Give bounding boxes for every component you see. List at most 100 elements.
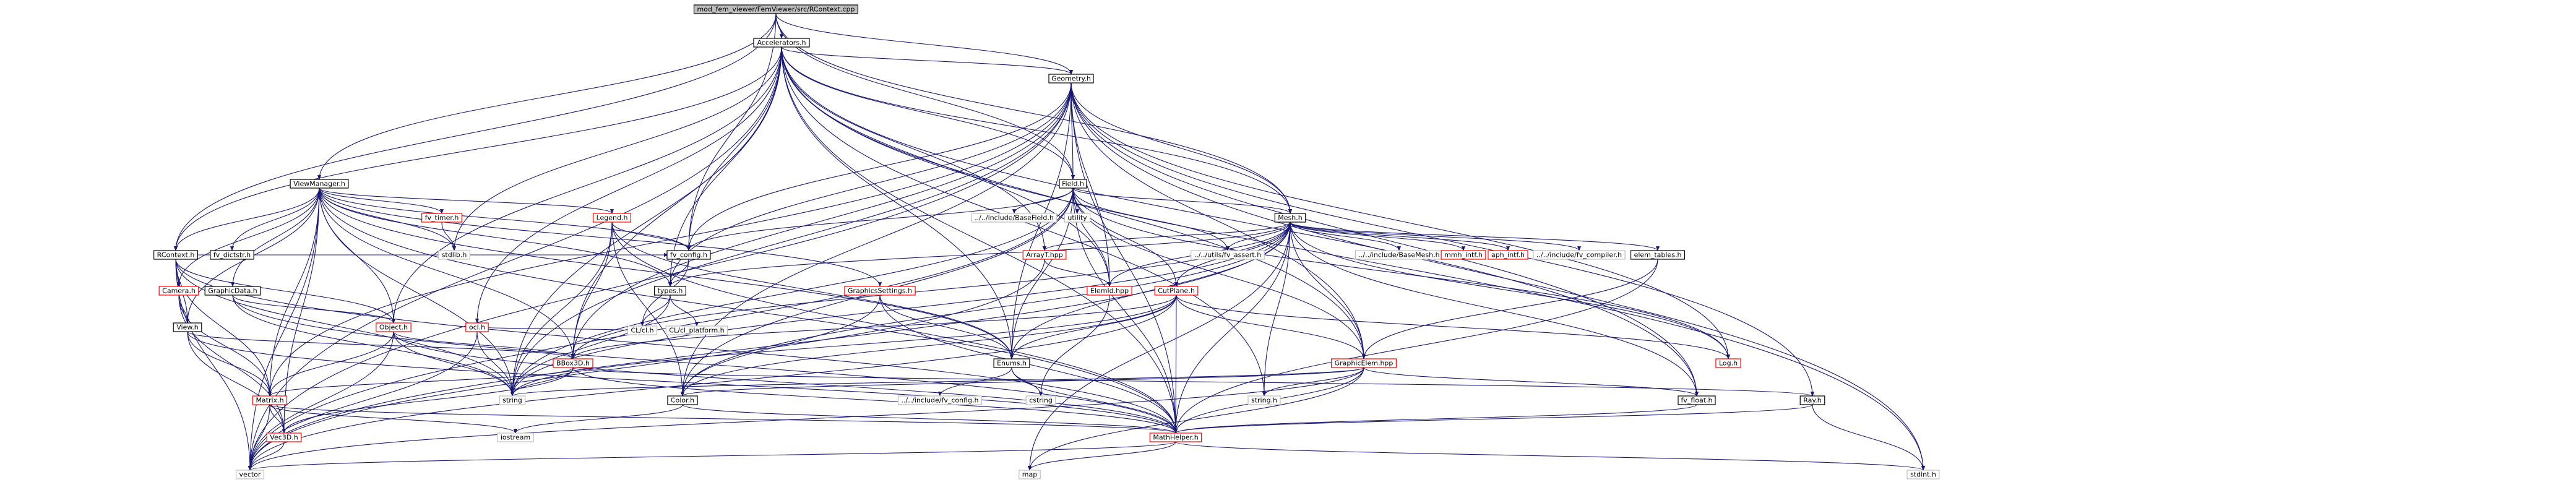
edge-rcontext-to-object [175, 259, 396, 324]
node-gsettings[interactable]: GraphicsSettings.h [844, 286, 916, 296]
node-box-geom [1048, 74, 1094, 84]
node-graphicdata[interactable]: GraphicData.h [204, 286, 261, 296]
node-label-basefield: ../../include/BaseField.h [975, 214, 1054, 222]
edge-geom-to-mesh [1070, 82, 1293, 214]
edge-matrix-to-mathhelper [269, 404, 1178, 434]
node-gelem[interactable]: GraphicElem.hpp [1331, 358, 1397, 368]
edge-types-to-string [510, 294, 671, 397]
edge-rcontext-to-string [175, 259, 515, 397]
edge-accel-to-geom [781, 46, 1073, 75]
node-label-iostream: iostream [501, 434, 530, 442]
node-mathhelper[interactable]: MathHelper.h [1149, 432, 1202, 442]
node-root[interactable]: mod_fem_viewer/FemViewer/src/RContext.cp… [693, 4, 859, 14]
edge-matrix-to-iostream [269, 404, 517, 434]
edge-viewmgr-to-types [319, 187, 673, 287]
node-mesh[interactable]: Mesh.h [1274, 213, 1306, 223]
node-cutplane[interactable]: CutPlane.h [1154, 286, 1199, 296]
node-vec3d[interactable]: Vec3D.h [266, 432, 302, 442]
node-box-view [173, 322, 202, 332]
node-label-basemesh: ../../include/BaseMesh.h [1358, 251, 1439, 259]
node-label-matrix: Matrix.h [256, 397, 283, 405]
edge-types-to-clplatform [670, 294, 699, 327]
edge-field-to-fvassert [1072, 187, 1230, 251]
node-clcl: CL/cl.h [627, 325, 658, 335]
edge-mesh-to-elemtables [1290, 221, 1660, 251]
node-label-arrayt: ArrayT.hpp [1026, 251, 1062, 259]
edge-root-to-mesh [775, 13, 1293, 214]
edge-viewmgr-to-matrix [267, 187, 320, 397]
node-label-field: Field.h [1062, 180, 1084, 188]
edge-rcontext-to-matrix [175, 259, 272, 397]
node-enums[interactable]: Enums.h [993, 358, 1030, 368]
node-object[interactable]: Object.h [376, 322, 411, 332]
edge-gsettings-to-enums [879, 294, 1014, 359]
edge-viewmgr-to-mathhelper [319, 187, 1178, 434]
node-box-map [1019, 470, 1041, 479]
node-label-enums: Enums.h [997, 359, 1027, 368]
node-ocl[interactable]: ocl.h [465, 322, 489, 332]
node-bbox[interactable]: BBox3D.h [553, 358, 593, 368]
node-label-camera: Camera.h [162, 287, 196, 295]
edge-ocl-to-clcl [486, 325, 631, 331]
node-elemtables[interactable]: elem_tables.h [1630, 250, 1686, 260]
node-types[interactable]: types.h [654, 286, 686, 296]
node-geom[interactable]: Geometry.h [1048, 74, 1094, 84]
node-cstring: cstring [1025, 395, 1056, 405]
edge-gelem-to-stringh [1262, 367, 1364, 397]
edge-geom-to-fvconfig [686, 82, 1072, 251]
node-label-ocl: ocl.h [469, 324, 485, 332]
edge-cutplane-to-logh [1176, 294, 1730, 359]
node-label-root: mod_fem_viewer/FemViewer/src/RContext.cp… [697, 6, 855, 14]
node-label-fvtimer: fv_timer.h [425, 214, 459, 222]
edge-accel-to-mesh [781, 46, 1293, 214]
edge-legend-to-string [510, 221, 613, 397]
edge-mathhelper-to-map [1027, 441, 1176, 471]
node-camera[interactable]: Camera.h [158, 286, 199, 296]
edge-gsettings-to-colorh [680, 294, 881, 397]
node-logh[interactable]: Log.h [1715, 358, 1741, 368]
node-box-fvcompiler [1533, 250, 1626, 260]
node-box-colorh [667, 395, 698, 405]
edge-gelem-to-colorh [681, 367, 1364, 397]
node-box-accel [753, 38, 810, 48]
node-mmhintf[interactable]: mmh_intf.h [1441, 250, 1486, 260]
node-box-basefield [971, 213, 1058, 223]
node-box-utility [1064, 213, 1091, 223]
node-accel[interactable]: Accelerators.h [753, 38, 810, 48]
edge-mesh-to-arrayt [1043, 221, 1291, 251]
node-box-fvdictstr [210, 250, 254, 260]
edge-types-to-clcl [640, 294, 671, 327]
node-vector: vector [235, 470, 265, 479]
node-fvtimer[interactable]: fv_timer.h [421, 213, 462, 223]
edge-cutplane-to-colorh [680, 294, 1177, 397]
node-label-view: View.h [176, 324, 199, 332]
node-field[interactable]: Field.h [1059, 179, 1087, 189]
node-viewmgr[interactable]: ViewManager.h [290, 179, 349, 189]
node-box-logh [1715, 358, 1741, 368]
node-rcontext[interactable]: RContext.h [153, 250, 198, 260]
node-fvconfig[interactable]: fv_config.h [666, 250, 711, 260]
node-colorh[interactable]: Color.h [667, 395, 698, 405]
edge-viewmgr-to-legend [319, 187, 614, 214]
edge-geom-to-colorh [680, 82, 1072, 397]
node-box-graphicdata [204, 286, 261, 296]
edge-mesh-to-fvcompiler [1290, 221, 1581, 251]
node-box-iostream [497, 432, 534, 442]
node-aphintf[interactable]: aph_intf.h [1488, 250, 1528, 260]
node-view[interactable]: View.h [173, 322, 202, 332]
node-fvfloat[interactable]: fv_float.h [1678, 395, 1716, 405]
node-label-fvconfig: fv_config.h [670, 251, 707, 259]
edge-field-to-cutplane [1072, 187, 1179, 287]
node-iostream: iostream [497, 432, 534, 442]
node-arrayt[interactable]: ArrayT.hpp [1022, 250, 1067, 260]
node-matrix[interactable]: Matrix.h [252, 395, 288, 405]
node-ray[interactable]: Ray.h [1799, 395, 1825, 405]
node-label-clplatform: CL/cl_platform.h [669, 327, 724, 335]
node-elemid[interactable]: ElemId.hpp [1087, 286, 1132, 296]
edge-mathhelper-to-vector [248, 441, 1176, 471]
node-legend[interactable]: Legend.h [592, 213, 632, 223]
edge-fvfloat-to-mathhelper [1174, 404, 1697, 434]
node-fvdictstr[interactable]: fv_dictstr.h [210, 250, 254, 260]
edge-colorh-to-mathhelper [682, 404, 1178, 434]
node-box-vector [235, 470, 265, 479]
